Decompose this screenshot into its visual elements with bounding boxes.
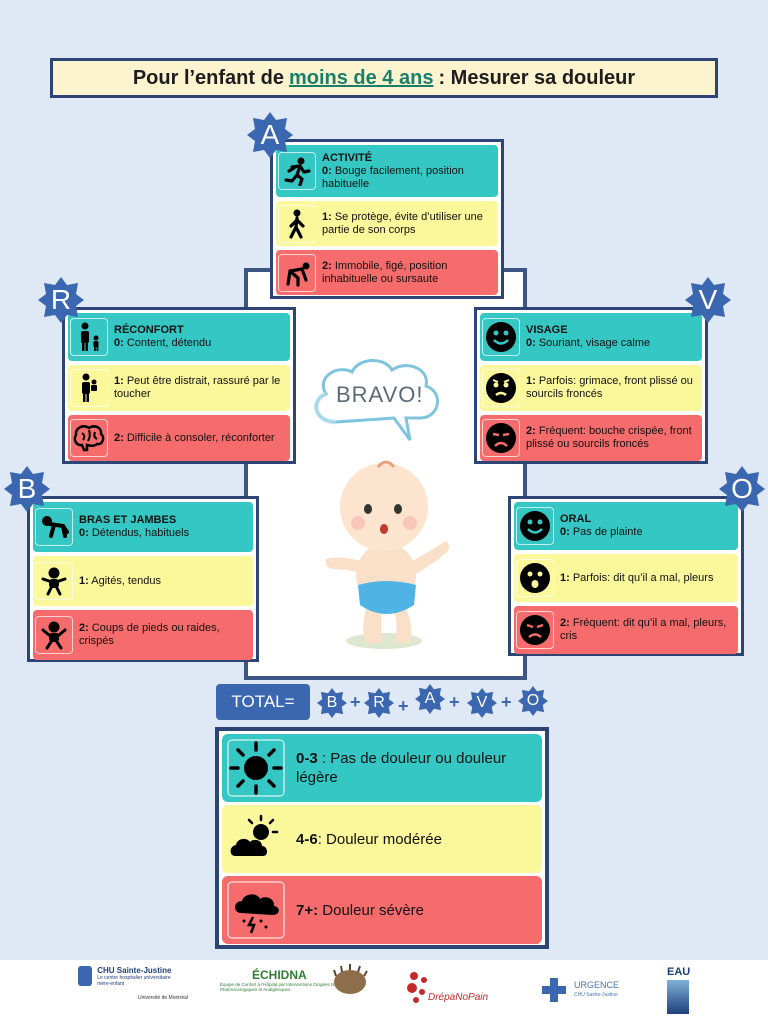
reconfort-row-1: 1: Peut être distrait, rassuré par le to… bbox=[68, 365, 290, 411]
plus-sign: + bbox=[501, 692, 512, 712]
total-badge-v: V bbox=[467, 688, 497, 718]
oral-row-2: 2: Fréquent: dit qu’il a mal, pleurs, cr… bbox=[514, 606, 738, 654]
total-label: TOTAL= bbox=[216, 684, 310, 720]
logo-udem: Université de Montréal bbox=[137, 995, 188, 1001]
adult-child-icon bbox=[70, 318, 108, 356]
title-highlight: moins de 4 ans bbox=[288, 66, 434, 89]
badge-o: O bbox=[719, 466, 765, 512]
worried-face-icon bbox=[482, 369, 520, 407]
brain-icon bbox=[70, 419, 108, 457]
walking-person-icon bbox=[278, 204, 316, 243]
visage-row-2: 2: Fréquent: bouche crispée, front pliss… bbox=[480, 415, 702, 461]
badge-v: V bbox=[685, 277, 731, 323]
bras-jambes-row-2: 2: Coups de pieds ou raides, crispés bbox=[33, 610, 253, 660]
bras-jambes-header: BRAS ET JAMBES bbox=[79, 514, 177, 526]
running-person-icon bbox=[278, 152, 316, 190]
total-badge-r: R bbox=[364, 688, 394, 718]
oral-header: ORAL bbox=[560, 513, 592, 525]
page-title: Pour l’enfant de moins de 4 ans : Mesure… bbox=[50, 58, 718, 98]
agitated-baby-icon bbox=[35, 616, 73, 654]
logo-eau: EAU bbox=[667, 966, 697, 1014]
activite-row-1: 1: Se protège, évite d’utiliser une part… bbox=[276, 201, 498, 246]
reconfort-row-2: 2: Difficile à consoler, réconforter bbox=[68, 415, 290, 461]
badge-a: A bbox=[247, 112, 293, 158]
title-after: : Mesurer sa douleur bbox=[438, 66, 636, 89]
storm-cloud-icon bbox=[226, 880, 286, 940]
level-row-moderate: 4-6: Douleur modérée bbox=[222, 805, 542, 873]
total-badge-o: O bbox=[518, 686, 548, 716]
total-badge-b: B bbox=[317, 688, 347, 718]
plus-sign: + bbox=[449, 692, 460, 712]
bravo-text: BRAVO! bbox=[336, 382, 424, 407]
plus-sign: + bbox=[350, 692, 361, 712]
baby-illustration bbox=[322, 455, 452, 655]
level-row-mild: 0-3 : Pas de douleur ou douleur légère bbox=[222, 734, 542, 802]
cloudy-sun-icon bbox=[226, 809, 286, 869]
reconfort-header: RÉCONFORT bbox=[114, 324, 184, 336]
bravo-cloud: BRAVO! bbox=[306, 352, 446, 447]
badge-r: R bbox=[38, 277, 84, 323]
logo-chu-sainte-justine: CHU Sainte-Justine Le centre hospitalier… bbox=[78, 966, 188, 1001]
activite-header: ACTIVITÉ bbox=[322, 151, 373, 164]
baby-icon bbox=[35, 562, 73, 600]
sun-icon bbox=[226, 738, 286, 798]
smiling-face-icon bbox=[482, 318, 520, 356]
bras-jambes-row-1: 1: Agités, tendus bbox=[33, 556, 253, 606]
carrying-child-icon bbox=[70, 369, 108, 407]
total-badge-a: A bbox=[415, 684, 445, 714]
crawling-baby-icon bbox=[35, 508, 73, 546]
title-before: Pour l’enfant de bbox=[132, 66, 284, 89]
badge-b: B bbox=[4, 466, 50, 512]
oral-row-1: 1: Parfois: dit qu’il a mal, pleurs bbox=[514, 554, 738, 602]
smiling-face-icon bbox=[516, 507, 554, 545]
crouching-person-icon bbox=[278, 253, 316, 292]
sad-face-icon bbox=[516, 611, 554, 649]
logo-echidna: ÉCHIDNA Équipe de Confort à l’Hôpital pa… bbox=[220, 964, 370, 994]
visage-row-1: 1: Parfois: grimace, front plissé ou sou… bbox=[480, 365, 702, 411]
plus-sign: + bbox=[398, 696, 409, 716]
visage-header: VISAGE bbox=[526, 324, 568, 336]
activite-row-2: 2: Immobile, figé, position inhabituelle… bbox=[276, 250, 498, 295]
distressed-face-icon bbox=[482, 419, 520, 457]
footer-logos: CHU Sainte-Justine Le centre hospitalier… bbox=[0, 960, 768, 1024]
level-row-severe: 7+: Douleur sévère bbox=[222, 876, 542, 944]
surprised-face-icon bbox=[516, 559, 554, 597]
total-levels: 0-3 : Pas de douleur ou douleur légère 4… bbox=[215, 727, 549, 949]
